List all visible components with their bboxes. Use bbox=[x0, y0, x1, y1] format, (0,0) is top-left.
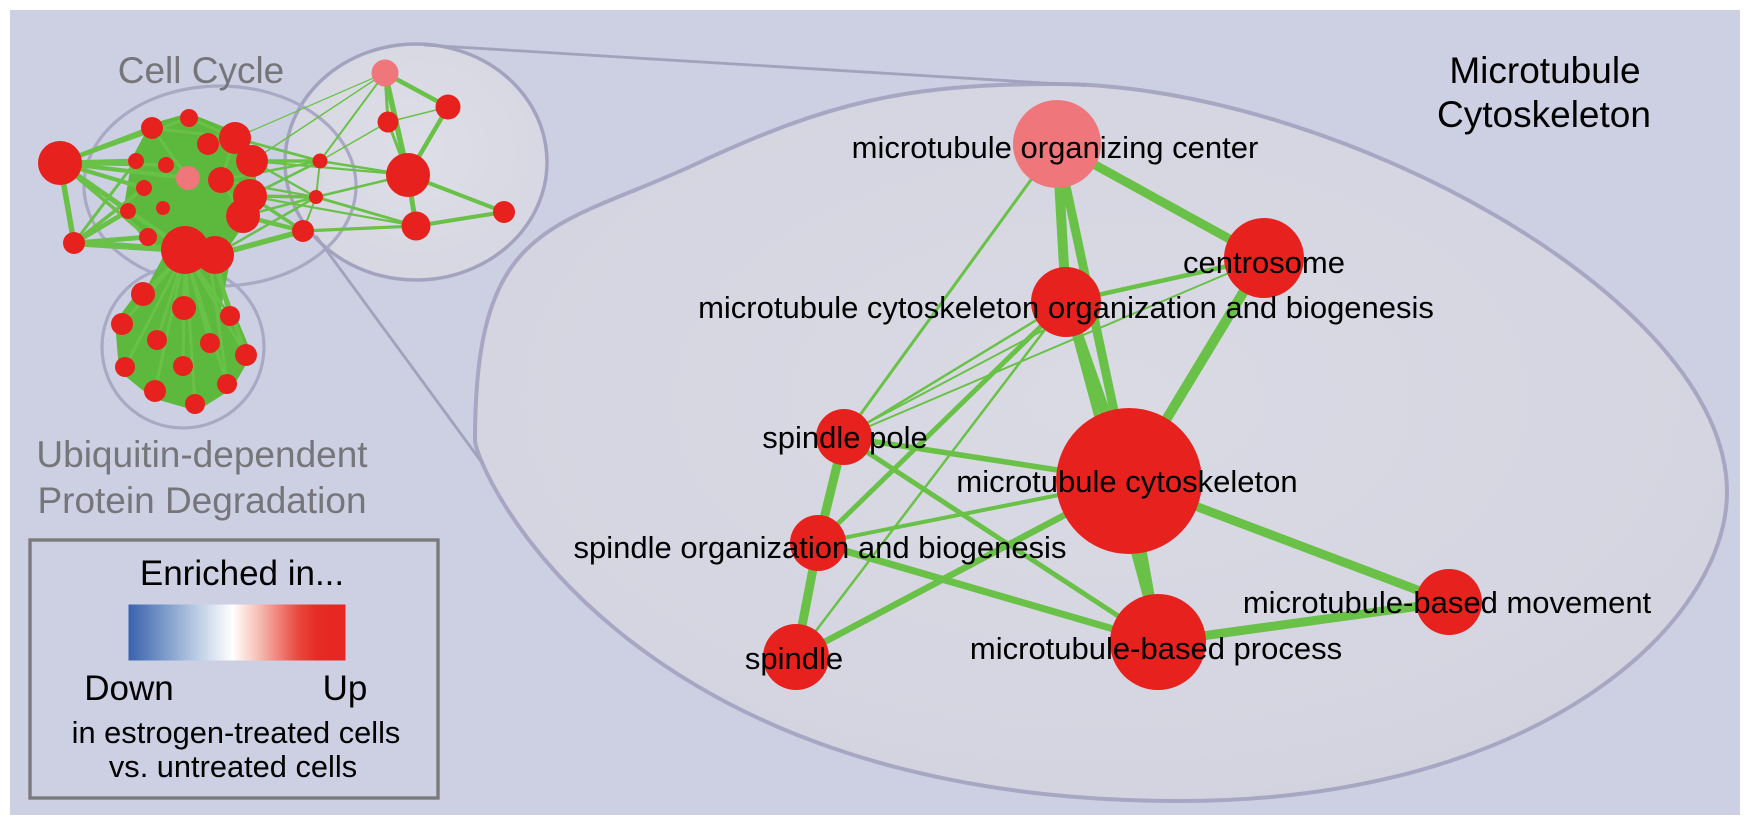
svg-text:Ubiquitin-dependent: Ubiquitin-dependent bbox=[36, 434, 368, 475]
svg-text:Protein Degradation: Protein Degradation bbox=[37, 480, 366, 521]
svg-text:centrosome: centrosome bbox=[1183, 245, 1345, 280]
svg-text:microtubule organizing center: microtubule organizing center bbox=[852, 130, 1259, 165]
svg-text:microtubule cytoskeleton: microtubule cytoskeleton bbox=[956, 464, 1297, 499]
svg-text:Up: Up bbox=[323, 669, 368, 708]
svg-text:vs. untreated cells: vs. untreated cells bbox=[109, 749, 357, 784]
svg-text:Down: Down bbox=[84, 669, 173, 708]
svg-text:Enriched in...: Enriched in... bbox=[140, 554, 344, 593]
svg-text:Cytoskeleton: Cytoskeleton bbox=[1437, 94, 1651, 135]
svg-text:Microtubule: Microtubule bbox=[1449, 50, 1640, 91]
svg-text:microtubule-based movement: microtubule-based movement bbox=[1243, 585, 1652, 620]
svg-text:spindle: spindle bbox=[745, 641, 843, 676]
svg-text:Cell Cycle: Cell Cycle bbox=[118, 50, 285, 91]
svg-text:microtubule cytoskeleton organ: microtubule cytoskeleton organization an… bbox=[698, 290, 1434, 325]
svg-text:spindle pole: spindle pole bbox=[762, 420, 927, 455]
svg-text:microtubule-based process: microtubule-based process bbox=[970, 631, 1342, 666]
svg-text:spindle organization and bioge: spindle organization and biogenesis bbox=[574, 530, 1067, 565]
svg-text:in estrogen-treated cells: in estrogen-treated cells bbox=[72, 715, 401, 750]
